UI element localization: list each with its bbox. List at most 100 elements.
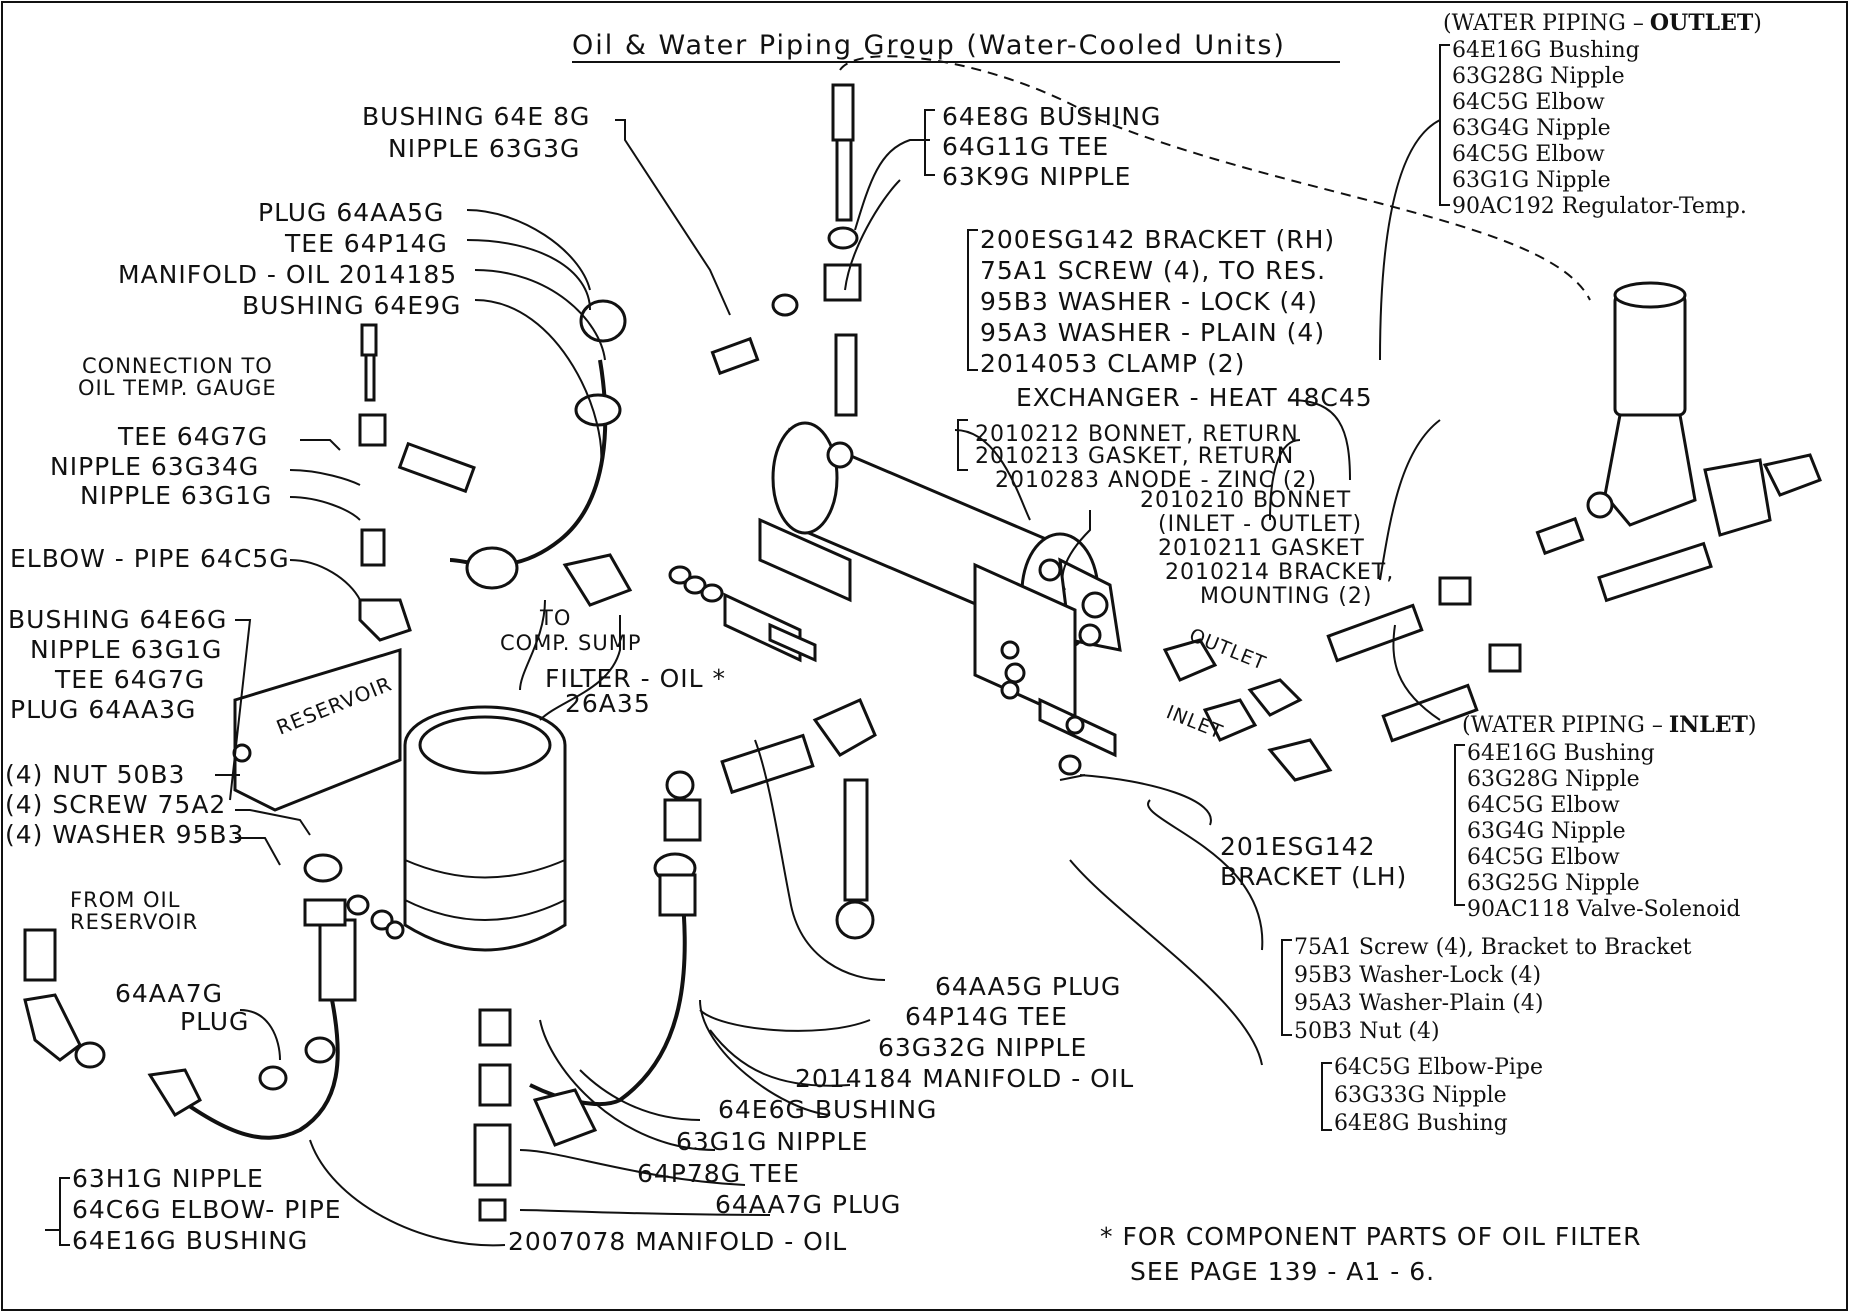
inlet-item: 90AC118 Valve-Solenoid	[1467, 897, 1741, 922]
inlet-item: 64C5G Elbow	[1467, 793, 1620, 818]
heat-exchanger-label: EXCHANGER - HEAT 48C45	[1016, 383, 1373, 412]
outlet-header-suffix: )	[1753, 11, 1762, 36]
oil-filter	[403, 705, 567, 952]
inlet-item: 64C5G Elbow	[1467, 845, 1620, 870]
oil-manifold-item: MANIFOLD - OIL 2014185	[118, 260, 457, 289]
elbow-group-item: 64E8G Bushing	[1334, 1111, 1508, 1136]
center-bottom-item: 64E6G BUSHING	[718, 1095, 937, 1124]
bracket-rh-item: 75A1 SCREW (4), TO RES.	[980, 256, 1326, 285]
svg-text:(WATER PIPING –INLET): (WATER PIPING –INLET)	[1462, 712, 1757, 738]
bracket-rh-item: 2014053 CLAMP (2)	[980, 349, 1245, 378]
center-bottom-item: 63G32G NIPPLE	[878, 1033, 1087, 1062]
io-item: 2010210 BONNET	[1140, 488, 1351, 513]
reservoir-group-item: TEE 64G7G	[54, 665, 205, 694]
top-center-item: 64E8G BUSHING	[942, 102, 1161, 131]
io-item: 2010214 BRACKET,	[1165, 560, 1394, 585]
bracket-hw-item: 50B3 Nut (4)	[1294, 1019, 1440, 1044]
bonnet-item: 2010213 GASKET, RETURN	[975, 444, 1294, 469]
svg-text:(WATER PIPING –OUTLET): (WATER PIPING –OUTLET)	[1443, 10, 1762, 36]
inlet-item: 63G25G Nipple	[1467, 871, 1640, 896]
bracket-rh-item: 200ESG142 BRACKET (RH)	[980, 225, 1335, 254]
outlet-item: 63G28G Nipple	[1452, 64, 1625, 89]
reservoir-group-item: NIPPLE 63G1G	[30, 635, 222, 664]
to-comp-sump: TO	[539, 606, 571, 630]
bonnet-group-block: 2010212 BONNET, RETURN 2010213 GASKET, R…	[957, 419, 1317, 493]
bracket-lh-label-2: BRACKET (LH)	[1220, 862, 1407, 891]
oil-manifold-item: TEE 64P14G	[284, 229, 448, 258]
tee-group-item: NIPPLE 63G1G	[80, 481, 272, 510]
io-item: 2010211 GASKET	[1158, 536, 1365, 561]
bracket-rh-item: 95A3 WASHER - PLAIN (4)	[980, 318, 1325, 347]
oil-manifold-item: BUSHING 64E9G	[242, 291, 461, 320]
tee-group-item: TEE 64G7G	[117, 422, 268, 451]
bracket-hw-item: 75A1 Screw (4), Bracket to Bracket	[1294, 935, 1692, 960]
bracket-lh	[973, 562, 1117, 758]
bonnet-item: 2010283 ANODE - ZINC (2)	[995, 468, 1317, 493]
io-item: MOUNTING (2)	[1200, 584, 1372, 609]
footnote-line-2: SEE PAGE 139 - A1 - 6.	[1130, 1257, 1435, 1286]
connection-gauge-label: CONNECTION TO	[82, 354, 273, 378]
bracket-rh	[723, 517, 852, 663]
plug-left-label: PLUG	[180, 1007, 249, 1036]
center-bottom-item: 2014184 MANIFOLD - OIL	[795, 1064, 1134, 1093]
water-piping-inlet-block: (WATER PIPING –INLET) 64E16G Bushing 63G…	[1454, 712, 1757, 922]
inlet-item: 63G4G Nipple	[1467, 819, 1626, 844]
plug-left-label: 64AA7G	[115, 979, 223, 1008]
leader-lines	[45, 55, 1591, 1247]
bonnet-item: 2010212 BONNET, RETURN	[975, 422, 1299, 447]
outlet-item: 64C5G Elbow	[1452, 142, 1605, 167]
bracket-rh-item: 95B3 WASHER - LOCK (4)	[980, 287, 1318, 316]
outlet-item: 63G1G Nipple	[1452, 168, 1611, 193]
outlet-header-bold: OUTLET	[1650, 10, 1754, 36]
bracket-lh-label-1: 201ESG142	[1220, 832, 1375, 861]
outlet-item: 64C5G Elbow	[1452, 90, 1605, 115]
outlet-item: 90AC192 Regulator-Temp.	[1452, 194, 1747, 219]
reservoir-group-item: BUSHING 64E6G	[8, 605, 227, 634]
connection-gauge-label: OIL TEMP. GAUGE	[78, 376, 277, 400]
bracket-hardware-block: 75A1 Screw (4), Bracket to Bracket 95B3 …	[1281, 935, 1692, 1044]
oil-temp-gauge-assembly	[358, 323, 476, 642]
outlet-item: 63G4G Nipple	[1452, 116, 1611, 141]
top-center-block: 64E8G BUSHING 64G11G TEE 63K9G NIPPLE	[924, 102, 1161, 191]
inlet-item: 63G28G Nipple	[1467, 767, 1640, 792]
top-center-item: 63K9G NIPPLE	[942, 162, 1131, 191]
center-bottom-item: 63G1G NIPPLE	[676, 1127, 868, 1156]
reservoir-hw-item: (4) WASHER 95B3	[5, 820, 244, 849]
inlet-outlet-group-block: 2010210 BONNET (INLET - OUTLET) 2010211 …	[1140, 488, 1394, 609]
top-left-bushing: BUSHING 64E 8G	[362, 102, 590, 131]
lower-left-piping	[23, 853, 357, 1140]
filter-oil-label: FILTER - OIL *	[545, 664, 726, 693]
reservoir-group-item: PLUG 64AA3G	[10, 695, 196, 724]
bottom-left-item: 63H1G NIPPLE	[72, 1164, 264, 1193]
center-lower-piping	[473, 698, 877, 1222]
reservoir	[233, 647, 402, 812]
inlet-header-bold: INLET	[1669, 712, 1749, 738]
tee-assembly-top	[710, 83, 862, 417]
elbow-group-block: 64C5G Elbow-Pipe 63G33G Nipple 64E8G Bus…	[1321, 1055, 1543, 1136]
water-piping	[1162, 281, 1822, 782]
filter-oil-number: 26A35	[565, 689, 651, 718]
center-bottom-item: 64P14G TEE	[905, 1002, 1068, 1031]
footnote-line-1: * FOR COMPONENT PARTS OF OIL FILTER	[1100, 1222, 1642, 1251]
inlet-header-suffix: )	[1748, 713, 1757, 738]
manifold-bottom-label: 2007078 MANIFOLD - OIL	[508, 1227, 847, 1256]
top-center-item: 64G11G TEE	[942, 132, 1109, 161]
oil-manifold-item: PLUG 64AA5G	[258, 198, 444, 227]
misc-fittings	[232, 565, 1082, 940]
elbow-group-item: 64C5G Elbow-Pipe	[1334, 1055, 1543, 1080]
outlet-item: 64E16G Bushing	[1452, 38, 1640, 63]
reservoir-hw-item: (4) SCREW 75A2	[5, 790, 226, 819]
bottom-left-item: 64C6G ELBOW- PIPE	[72, 1195, 342, 1224]
bracket-rh-block: 200ESG142 BRACKET (RH) 75A1 SCREW (4), T…	[967, 225, 1335, 378]
top-left-nipple: NIPPLE 63G3G	[388, 134, 580, 163]
from-oil-reservoir: RESERVOIR	[70, 910, 198, 934]
bracket-hw-item: 95B3 Washer-Lock (4)	[1294, 963, 1541, 988]
water-piping-outlet-block: (WATER PIPING –OUTLET) 64E16G Bushing 63…	[1439, 10, 1762, 219]
inlet-header-prefix: (WATER PIPING –	[1462, 713, 1663, 738]
reservoir-hw-item: (4) NUT 50B3	[5, 760, 185, 789]
center-bottom-item: 64AA7G PLUG	[715, 1190, 901, 1219]
center-bottom-item: 64P78G TEE	[637, 1159, 800, 1188]
